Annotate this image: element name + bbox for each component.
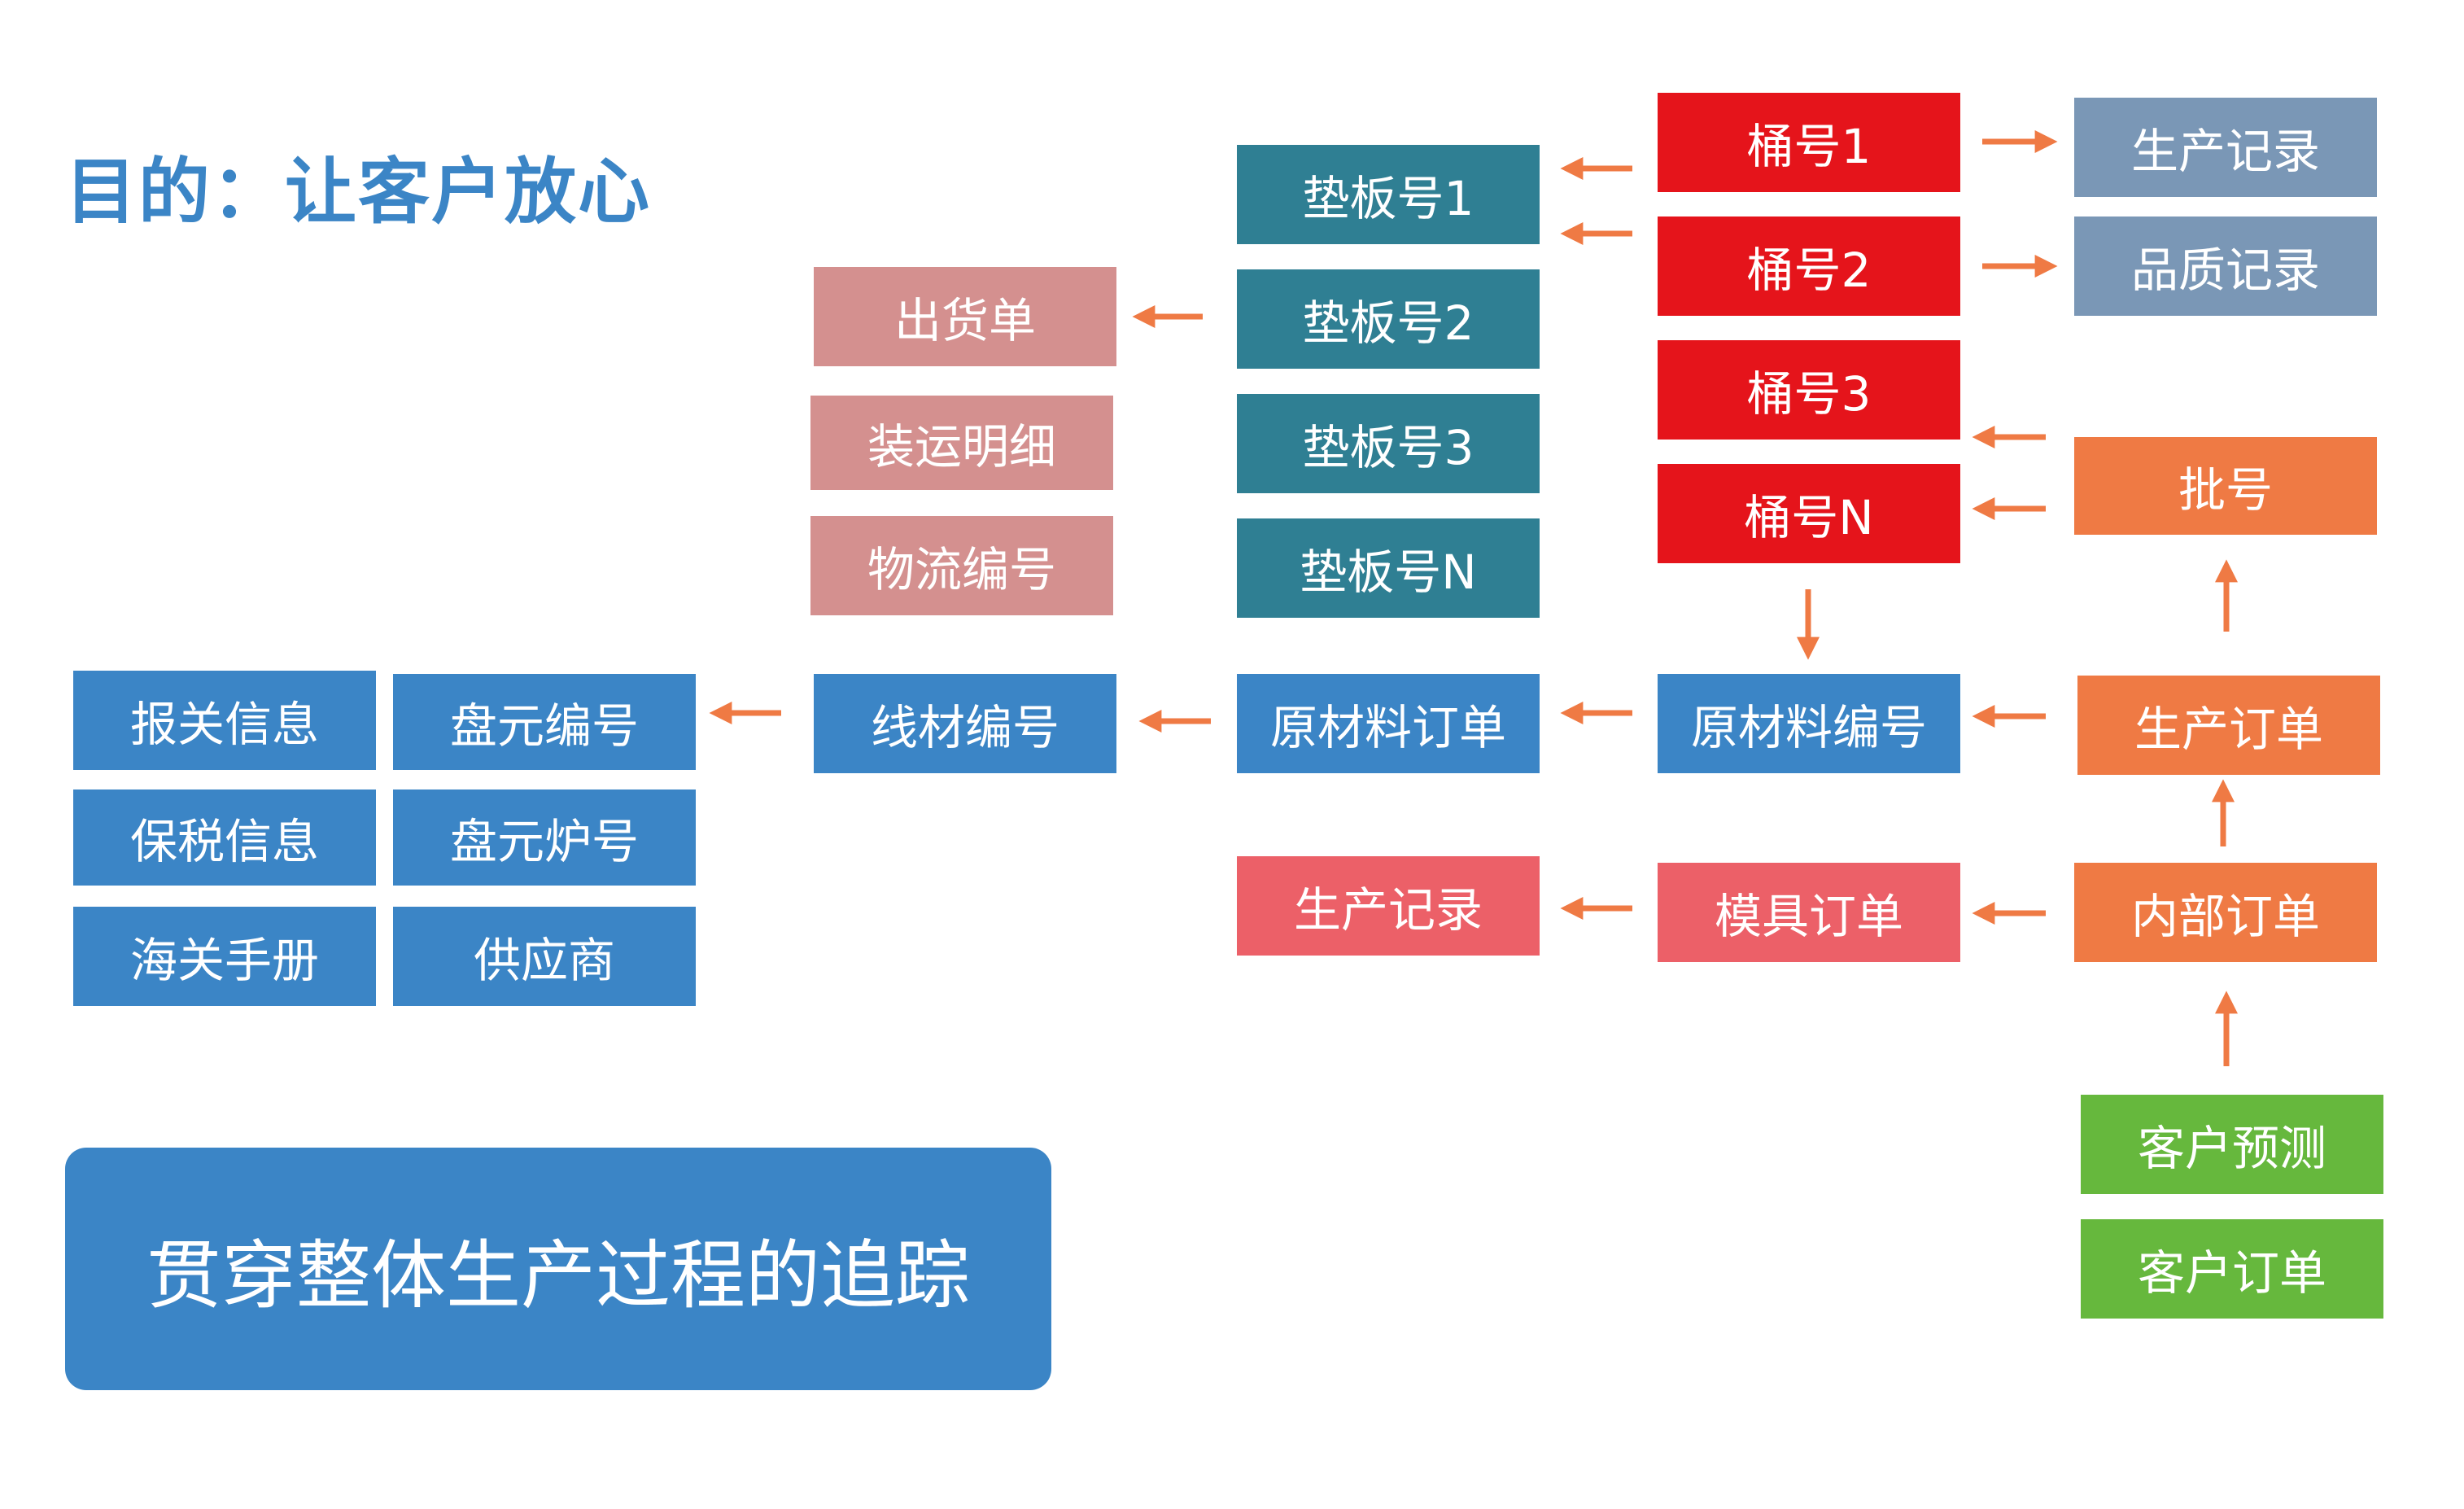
node-shipping-order: 出货单: [814, 267, 1116, 366]
node-pallet-2: 垫板号2: [1237, 269, 1540, 369]
node-customs-info: 报关信息: [73, 671, 376, 770]
node-customs-manual: 海关手册: [73, 907, 376, 1006]
node-mold-order: 模具订单: [1658, 863, 1960, 962]
node-raw-material-no: 原材料编号: [1658, 674, 1960, 773]
node-internal-order: 内部订单: [2074, 863, 2377, 962]
node-raw-material-order: 原材料订单: [1237, 674, 1540, 773]
node-customer-forecast: 客户预测: [2081, 1095, 2383, 1194]
node-coil-furnace-no: 盘元炉号: [393, 789, 696, 886]
node-supplier: 供应商: [393, 907, 696, 1006]
node-quality-record: 品质记录: [2074, 217, 2377, 316]
node-shipping-detail: 装运明细: [810, 396, 1113, 490]
node-barrel-2: 桶号2: [1658, 217, 1960, 316]
node-pallet-n: 垫板号N: [1237, 518, 1540, 618]
node-coil-no: 盘元编号: [393, 674, 696, 770]
node-wire-no: 线材编号: [814, 674, 1116, 773]
node-customer-order: 客户订单: [2081, 1219, 2383, 1319]
node-logistics-no: 物流编号: [810, 516, 1113, 615]
page-title: 目的：让客户放心: [65, 150, 652, 234]
node-production-record-bottom: 生产记录: [1237, 856, 1540, 956]
node-pallet-1: 垫板号1: [1237, 145, 1540, 244]
node-production-order: 生产订单: [2077, 676, 2380, 775]
node-production-record-top: 生产记录: [2074, 98, 2377, 197]
node-bonded-info: 保税信息: [73, 789, 376, 886]
node-pallet-3: 垫板号3: [1237, 394, 1540, 493]
node-barrel-n: 桶号N: [1658, 464, 1960, 563]
node-batch-no: 批号: [2074, 437, 2377, 535]
node-barrel-3: 桶号3: [1658, 340, 1960, 440]
node-barrel-1: 桶号1: [1658, 93, 1960, 192]
tracking-banner: 贯穿整体生产过程的追踪: [65, 1148, 1051, 1390]
